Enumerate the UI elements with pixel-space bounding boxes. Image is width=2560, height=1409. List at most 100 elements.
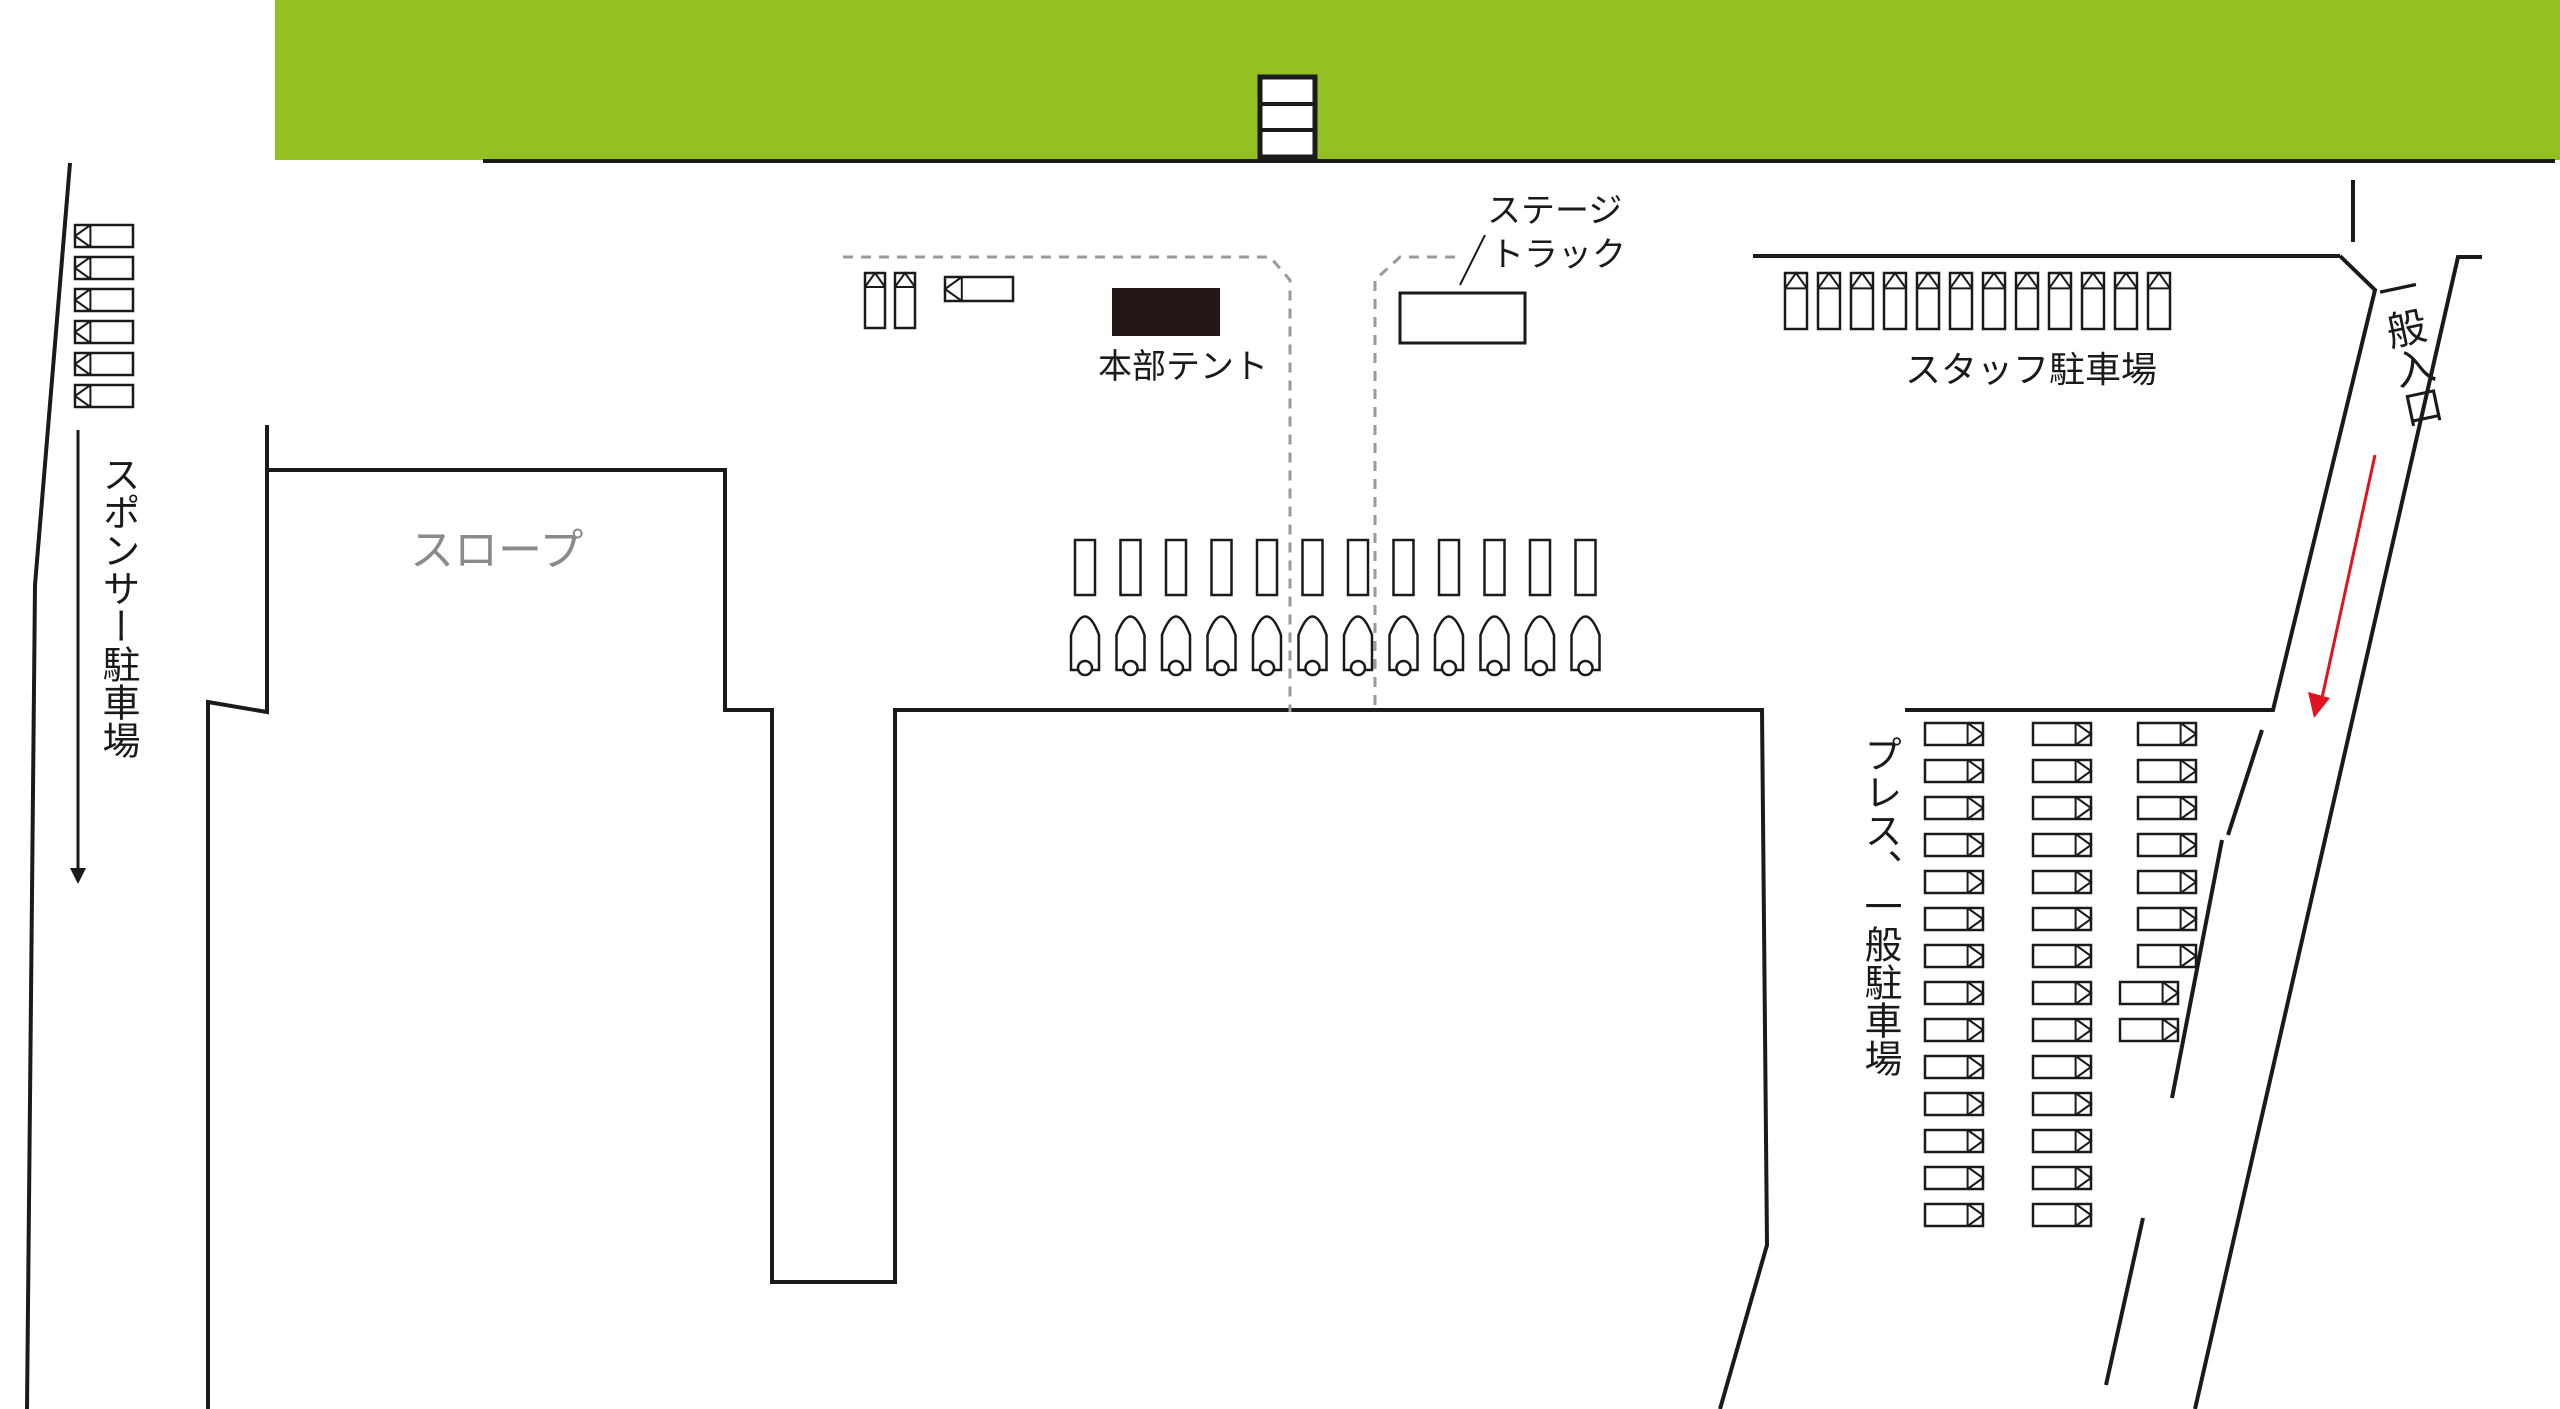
- car-icon: [2118, 980, 2180, 1006]
- car-icon: [2136, 832, 2198, 858]
- car-icon: [1923, 832, 1985, 858]
- building-outline: [265, 425, 1770, 1409]
- top-left-vehicles: [863, 271, 1015, 330]
- car-icon: [2136, 721, 2198, 747]
- arrow-down-icon: [70, 430, 86, 884]
- car-icon: [2031, 869, 2093, 895]
- park-area: [275, 0, 2560, 160]
- stage-truck-leader: [1459, 234, 1486, 286]
- sponsor-car-column: [73, 223, 135, 409]
- press-general-parking-label: プレス、一般駐車場: [1858, 735, 1902, 1077]
- car-icon: [2136, 869, 2198, 895]
- car-icon: [943, 275, 1015, 303]
- arrow-down-icon: [2308, 454, 2377, 718]
- car-icon: [1923, 1202, 1985, 1228]
- truck-label: トラック: [1490, 235, 1626, 275]
- car-icon: [73, 287, 135, 313]
- motorcycle-icon: [1297, 538, 1328, 677]
- car-icon: [1923, 906, 1985, 932]
- entrance-road-right-edge: [2193, 255, 2482, 1409]
- motorcycle-icon: [1069, 538, 1101, 677]
- car-icon: [73, 319, 135, 345]
- car-icon: [73, 223, 135, 249]
- lane-marker-upper: [2226, 729, 2264, 836]
- car-icon: [2113, 271, 2139, 331]
- car-icon: [863, 271, 887, 330]
- motorcycle-icon: [1524, 538, 1556, 677]
- car-icon: [1923, 1165, 1985, 1191]
- sponsor-parking-label: スポンサー駐車場: [96, 455, 140, 759]
- car-icon: [1783, 271, 1809, 331]
- car-icon: [2136, 758, 2198, 784]
- car-icon: [2031, 1091, 2093, 1117]
- motorcycle-icon: [1342, 538, 1374, 677]
- car-icon: [1923, 1054, 1985, 1080]
- car-icon: [1882, 271, 1908, 331]
- car-icon: [1923, 1091, 1985, 1117]
- car-icon: [2031, 758, 2093, 784]
- motorcycle-icon: [1251, 538, 1283, 677]
- motorcycle-icon: [1160, 538, 1192, 677]
- stage-label: ステージ: [1487, 191, 1622, 231]
- car-icon: [1948, 271, 1974, 331]
- car-icon: [1849, 271, 1875, 331]
- car-icon: [893, 271, 917, 330]
- staff-car-row: [1783, 271, 2172, 331]
- car-icon: [2031, 943, 2093, 969]
- car-icon: [1923, 943, 1985, 969]
- press-general-car-grid: [1923, 721, 2198, 1228]
- car-icon: [2031, 1054, 2093, 1080]
- car-icon: [73, 383, 135, 409]
- motorcycle-icon: [1479, 538, 1510, 677]
- gate-structure: [1257, 74, 1318, 160]
- car-icon: [2014, 271, 2040, 331]
- car-icon: [1923, 980, 1985, 1006]
- stage-truck: [1398, 291, 1527, 345]
- hq-tent-label: 本部テント: [1098, 347, 1268, 387]
- car-icon: [2118, 1017, 2180, 1043]
- car-icon: [2136, 943, 2198, 969]
- dashed-route-left: [843, 255, 1292, 712]
- motorcycle-icon: [1433, 538, 1465, 677]
- car-icon: [2031, 721, 2093, 747]
- car-icon: [2136, 906, 2198, 932]
- car-icon: [2136, 795, 2198, 821]
- motorcycle-icon: [1570, 538, 1601, 677]
- car-icon: [2031, 795, 2093, 821]
- slope-label: スロープ: [410, 525, 583, 576]
- motorcycle-row: [1069, 538, 1601, 677]
- car-icon: [2031, 1165, 2093, 1191]
- motorcycle-icon: [1206, 538, 1237, 677]
- motorcycle-icon: [1115, 538, 1146, 677]
- motorcycle-icon: [1388, 538, 1419, 677]
- car-icon: [2047, 271, 2073, 331]
- staff-parking-label: スタッフ駐車場: [1905, 350, 2157, 391]
- car-icon: [1923, 869, 1985, 895]
- car-icon: [73, 351, 135, 377]
- general-entrance-label: 一般入口: [2368, 265, 2446, 431]
- car-icon: [2031, 980, 2093, 1006]
- car-icon: [2031, 1128, 2093, 1154]
- car-icon: [2031, 1017, 2093, 1043]
- car-icon: [1923, 721, 1985, 747]
- car-icon: [1981, 271, 2007, 331]
- hq-tent: [1112, 288, 1220, 336]
- car-icon: [1923, 1128, 1985, 1154]
- entrance-road-left-edge: [1905, 254, 2378, 712]
- left-road-edge: [25, 162, 72, 1409]
- car-icon: [1816, 271, 1842, 331]
- car-icon: [2146, 271, 2172, 331]
- car-icon: [1915, 271, 1941, 331]
- slope-outline: [206, 470, 269, 1409]
- lane-marker-lower: [2104, 1217, 2145, 1386]
- car-icon: [73, 255, 135, 281]
- car-icon: [2031, 832, 2093, 858]
- car-icon: [1923, 795, 1985, 821]
- car-icon: [2031, 1202, 2093, 1228]
- car-icon: [1923, 758, 1985, 784]
- car-icon: [2080, 271, 2106, 331]
- dashed-route-right: [1373, 255, 1455, 712]
- car-icon: [2031, 906, 2093, 932]
- car-icon: [1923, 1017, 1985, 1043]
